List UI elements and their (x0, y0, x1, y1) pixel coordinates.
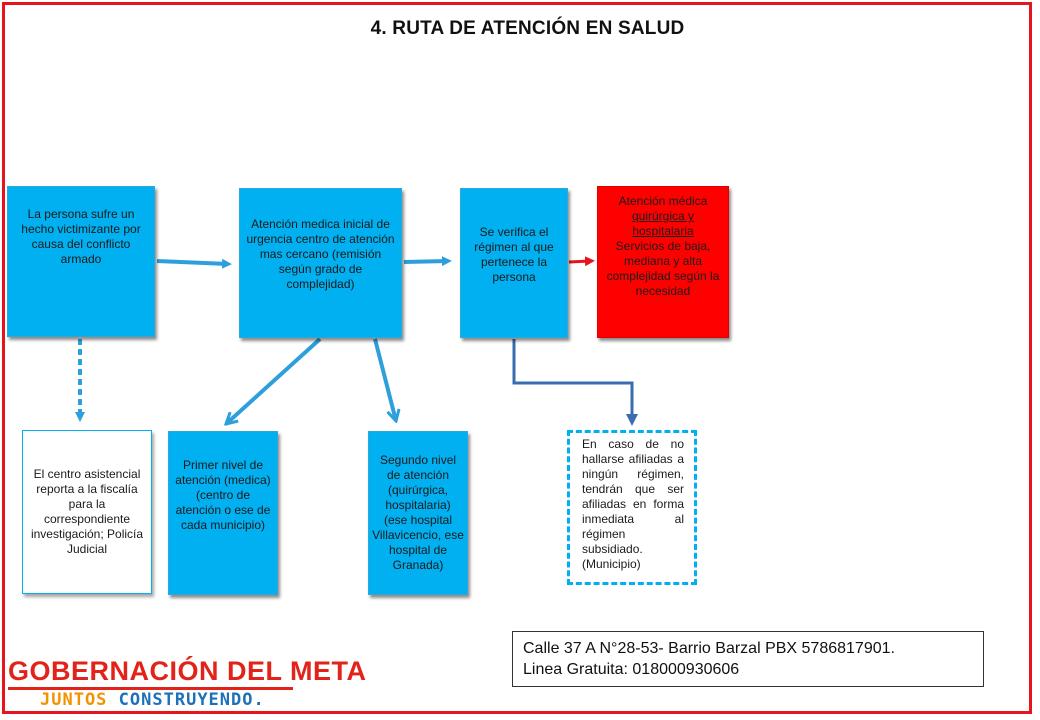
box-surgical-care: Atención médica quirúrgica y hospitalari… (597, 186, 729, 338)
box-initial-care-text: Atención medica inicial de urgencia cent… (246, 216, 395, 291)
box-no-regime-text: En caso de no hallarse afiliadas a ningú… (582, 437, 684, 571)
box-second-level-text: Segundo nivel de atención (quirúrgica, h… (372, 453, 464, 572)
box-victim: La persona sufre un hecho victimizante p… (7, 186, 155, 337)
box-surgical-care-underlined: quirúrgica y hospitalaria (631, 209, 695, 238)
box-report: El centro asistencial reporta a la fisca… (22, 430, 152, 594)
box-second-level: Segundo nivel de atención (quirúrgica, h… (368, 431, 468, 595)
address-line-1: Calle 37 A N°28-53- Barrio Barzal PBX 57… (523, 640, 895, 657)
logo-divider (8, 687, 293, 690)
box-initial-care: Atención medica inicial de urgencia cent… (239, 188, 402, 338)
slide-frame (2, 2, 1032, 714)
logo-main-text: GOBERNACIÓN DEL META (8, 656, 367, 686)
box-surgical-care-content: Atención médica quirúrgica y hospitalari… (604, 194, 722, 299)
address-box: Calle 37 A N°28-53- Barrio Barzal PBX 57… (512, 631, 984, 687)
box-surgical-care-title: Atención médica (618, 194, 708, 208)
logo-slogan: JUNTOS CONSTRUYENDO. (40, 690, 265, 710)
box-verify-regime: Se verifica el régimen al que pertenece … (460, 188, 568, 338)
address-line-2: Linea Gratuita: 018000930606 (523, 661, 740, 678)
box-first-level-text: Primer nivel de atención (medica) (centr… (175, 458, 271, 532)
gobernacion-logo: GOBERNACIÓN DEL META JUNTOS CONSTRUYENDO… (8, 656, 366, 714)
box-surgical-care-rest: Servicios de baja, mediana y alta comple… (606, 239, 720, 298)
box-first-level: Primer nivel de atención (medica) (centr… (168, 431, 278, 595)
logo-slogan-part1: JUNTOS (40, 690, 108, 710)
page-title: 4. RUTA DE ATENCIÓN EN SALUD (370, 18, 685, 39)
box-verify-regime-text: Se verifica el régimen al que pertenece … (474, 225, 554, 284)
box-no-regime: En caso de no hallarse afiliadas a ningú… (567, 430, 697, 585)
logo-slogan-part2: CONSTRUYENDO. (118, 690, 265, 710)
box-report-text: El centro asistencial reporta a la fisca… (30, 467, 144, 556)
box-victim-text: La persona sufre un hecho victimizante p… (21, 207, 141, 266)
